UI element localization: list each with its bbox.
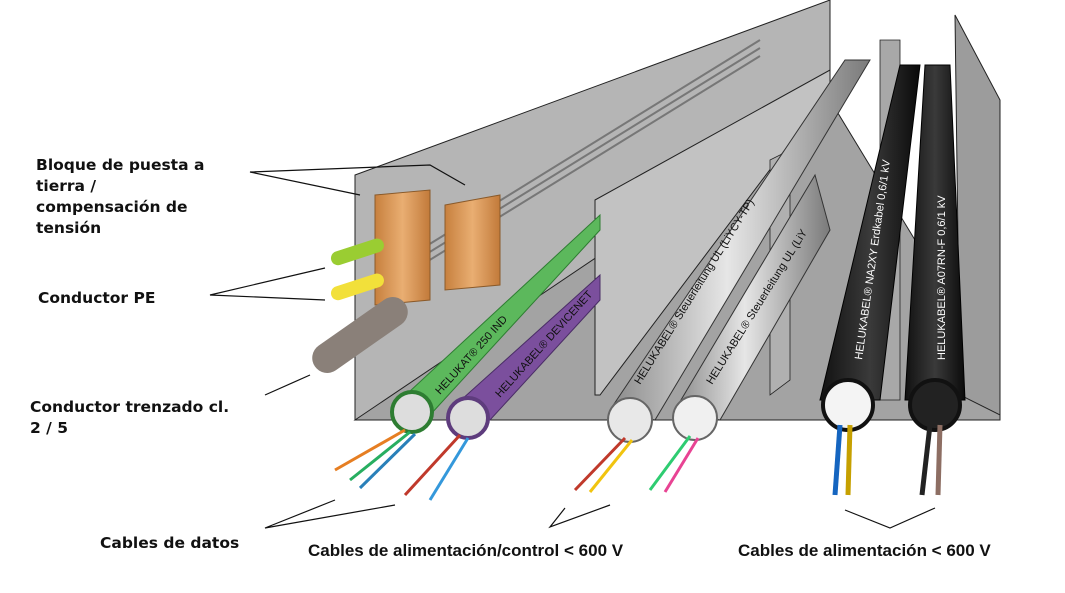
tray-divider-middle (594, 69, 831, 396)
cable-liy (672, 173, 831, 441)
cable-na2xy (819, 64, 921, 432)
cable-helukat (390, 213, 601, 434)
print-a07rn: HELUKABEL® A07RN-F 0,6/1 kV (936, 195, 948, 360)
label-pe-conductor: Conductor PE (38, 289, 156, 307)
label-data-cables: Cables de datos (100, 534, 240, 552)
cable-a07rn (904, 64, 966, 432)
label-grounding-block: Bloque de puesta a tierra / compensación… (36, 156, 205, 237)
power-wire-ends (832, 424, 943, 496)
cable-devicenet (446, 273, 601, 440)
label-power-cables: Cables de alimentación < 600 V (738, 541, 991, 560)
grounding-block-1 (374, 189, 431, 306)
pe-conductors (330, 238, 384, 301)
cable-lycy (607, 59, 871, 443)
label-power-control-cables: Cables de alimentación/control < 600 V (308, 541, 624, 560)
grounding-block-2 (444, 194, 501, 291)
label-stranded-conductor: Conductor trenzado cl. 2 / 5 (30, 398, 230, 437)
stranded-conductor (312, 297, 408, 373)
data-cable-wire-ends (334, 428, 470, 501)
leader-lines (209, 164, 936, 529)
power-control-wire-ends (573, 435, 700, 493)
